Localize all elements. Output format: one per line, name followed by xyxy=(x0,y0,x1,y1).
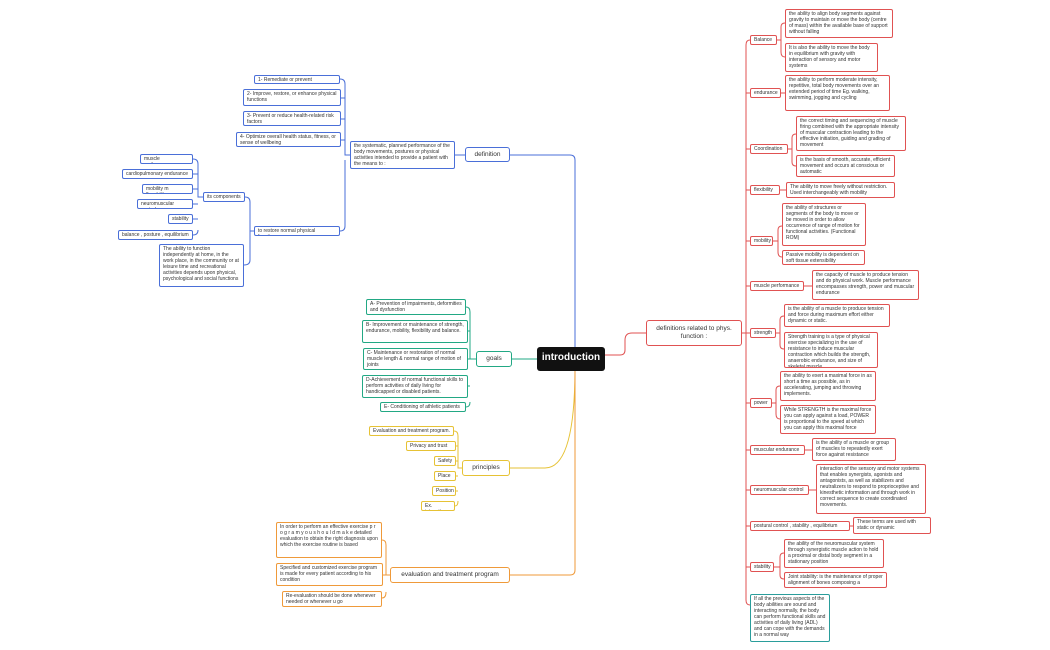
def-strength-label[interactable]: strength xyxy=(750,328,776,338)
goal-c[interactable]: C- Maintenance or restoration of normal … xyxy=(363,348,468,370)
goal-d[interactable]: D-Achievement of normal functional skill… xyxy=(362,375,468,398)
link-principles-items xyxy=(453,430,462,507)
link-defs-spine xyxy=(742,39,751,606)
def-stability-2[interactable]: Joint stability: is the maintenance of p… xyxy=(784,572,887,588)
principle-position[interactable]: Position xyxy=(432,486,456,496)
def-strength-1[interactable]: is the ability of a muscle to produce te… xyxy=(784,304,890,327)
link-root-principles xyxy=(502,367,576,469)
component-mobility[interactable]: mobility m flexability xyxy=(142,184,193,194)
definition-means-2[interactable]: 2- Improve, restore, or enhance physical… xyxy=(243,89,341,106)
def-flexibility-label[interactable]: flexibility xyxy=(750,185,780,195)
def-flexibility-1[interactable]: The ability to move freely without restr… xyxy=(786,182,895,198)
goal-e[interactable]: E- Conditioning of athletic patients xyxy=(380,402,466,412)
def-coordination-1[interactable]: the correct timing and sequencing of mus… xyxy=(796,116,906,151)
definition-means-4[interactable]: 4- Optimize overall health status, fitne… xyxy=(236,132,341,147)
link-evaluation-items xyxy=(381,539,390,599)
link-components xyxy=(192,158,203,236)
link-root-evaluation xyxy=(510,368,576,576)
def-coordination-2[interactable]: is the basis of smooth, accurate, effici… xyxy=(796,155,895,177)
def-mobility-2[interactable]: Passive mobility is dependent on soft ti… xyxy=(782,250,865,265)
def-mobility-label[interactable]: mobility xyxy=(750,236,773,246)
def-strength-2[interactable]: Strength training is a type of physical … xyxy=(784,332,878,368)
link-defs-labels xyxy=(746,92,750,568)
evaluation-node[interactable]: evaluation and treatment program xyxy=(390,567,510,583)
def-power-1[interactable]: the ability to exert a maximal force in … xyxy=(780,371,876,401)
def-balance-2[interactable]: It is also the ability to move the body … xyxy=(785,43,878,72)
def-stability-1[interactable]: the ability of the neuromuscular system … xyxy=(784,539,884,568)
principle-safety[interactable]: Safety xyxy=(434,456,456,466)
goal-b[interactable]: B- Improvement or maintenance of strengt… xyxy=(362,320,468,343)
link-root-definition xyxy=(510,154,576,350)
def-stability-label[interactable]: stability xyxy=(750,562,774,572)
principle-intensity[interactable]: Ex. intensity xyxy=(421,501,455,511)
link-means xyxy=(339,78,350,156)
link-goals-items xyxy=(465,306,476,408)
def-power-2[interactable]: While STRENGTH is the maximal force you … xyxy=(780,405,876,434)
definition-main-text[interactable]: the systematic, planned performance of t… xyxy=(350,141,455,169)
definition-function-note[interactable]: The ability to function independently at… xyxy=(159,244,244,287)
def-postural-1[interactable]: These terms are used with static or dyna… xyxy=(853,517,931,534)
goals-node[interactable]: goals xyxy=(476,351,512,367)
def-balance-1[interactable]: the ability to align body segments again… xyxy=(785,9,893,38)
defs-summary[interactable]: If all the previous aspects of the body … xyxy=(750,594,830,642)
def-muscle-performance-1[interactable]: the capacity of muscle to produce tensio… xyxy=(812,270,919,300)
goal-a[interactable]: A- Prevention of impairments, deformitie… xyxy=(366,299,466,315)
def-muscular-endurance-label[interactable]: muscular endurance xyxy=(750,445,805,455)
link-defs-items xyxy=(772,22,853,580)
evaluation-item-1[interactable]: In order to perform an effective exercis… xyxy=(276,522,382,558)
definition-means-3[interactable]: 3- Prevent or reduce health-related risk… xyxy=(243,111,341,126)
definition-node[interactable]: definition xyxy=(465,147,510,162)
definition-restore[interactable]: to restore normal physical functions xyxy=(254,226,340,236)
principle-place[interactable]: Place xyxy=(434,471,456,481)
root-node[interactable]: introduction xyxy=(537,347,605,371)
def-endurance-1[interactable]: the ability to perform moderate intensit… xyxy=(785,75,890,111)
def-neuromuscular-1[interactable]: interaction of the sensory and motor sys… xyxy=(816,464,926,514)
principle-evaluation[interactable]: Evaluation and treatment program. xyxy=(369,426,454,436)
def-muscle-performance-label[interactable]: muscle performance xyxy=(750,281,804,291)
component-stability[interactable]: stability xyxy=(168,214,193,224)
def-power-label[interactable]: power xyxy=(750,398,772,408)
def-endurance-label[interactable]: endurance xyxy=(750,88,781,98)
def-mobility-1[interactable]: the ability of structures or segments of… xyxy=(782,203,866,246)
def-coordination-label[interactable]: Coordination xyxy=(750,144,788,154)
principle-privacy[interactable]: Privacy and trust xyxy=(406,441,456,451)
principles-node[interactable]: principles xyxy=(462,460,510,476)
defs-node[interactable]: definitions related to phys. function : xyxy=(646,320,742,346)
link-restore-components xyxy=(243,196,254,266)
component-balance[interactable]: balance , posture , equilibrium xyxy=(118,230,193,240)
def-neuromuscular-label[interactable]: neuromuscular control xyxy=(750,485,809,495)
def-postural-label[interactable]: postural control , stability , equilibri… xyxy=(750,521,850,531)
component-cardiopulmonary[interactable]: cardiopulmonary endurance xyxy=(122,169,193,179)
component-muscle-performance[interactable]: muscle performance xyxy=(140,154,193,164)
def-muscular-endurance-1[interactable]: is the ability of a muscle or group of m… xyxy=(812,438,896,461)
evaluation-item-3[interactable]: Re-evaluation should be done whenever ne… xyxy=(282,591,382,607)
evaluation-item-2[interactable]: Specified and customized exercise progra… xyxy=(276,563,383,586)
definition-components-label[interactable]: its components xyxy=(203,192,245,202)
component-neuromuscular[interactable]: neuromuscular control xyxy=(137,199,193,209)
definition-means-1[interactable]: 1- Remediate or prevent impairment xyxy=(254,75,340,84)
link-root-defs xyxy=(605,332,646,356)
def-balance-label[interactable]: Balance xyxy=(750,35,777,45)
